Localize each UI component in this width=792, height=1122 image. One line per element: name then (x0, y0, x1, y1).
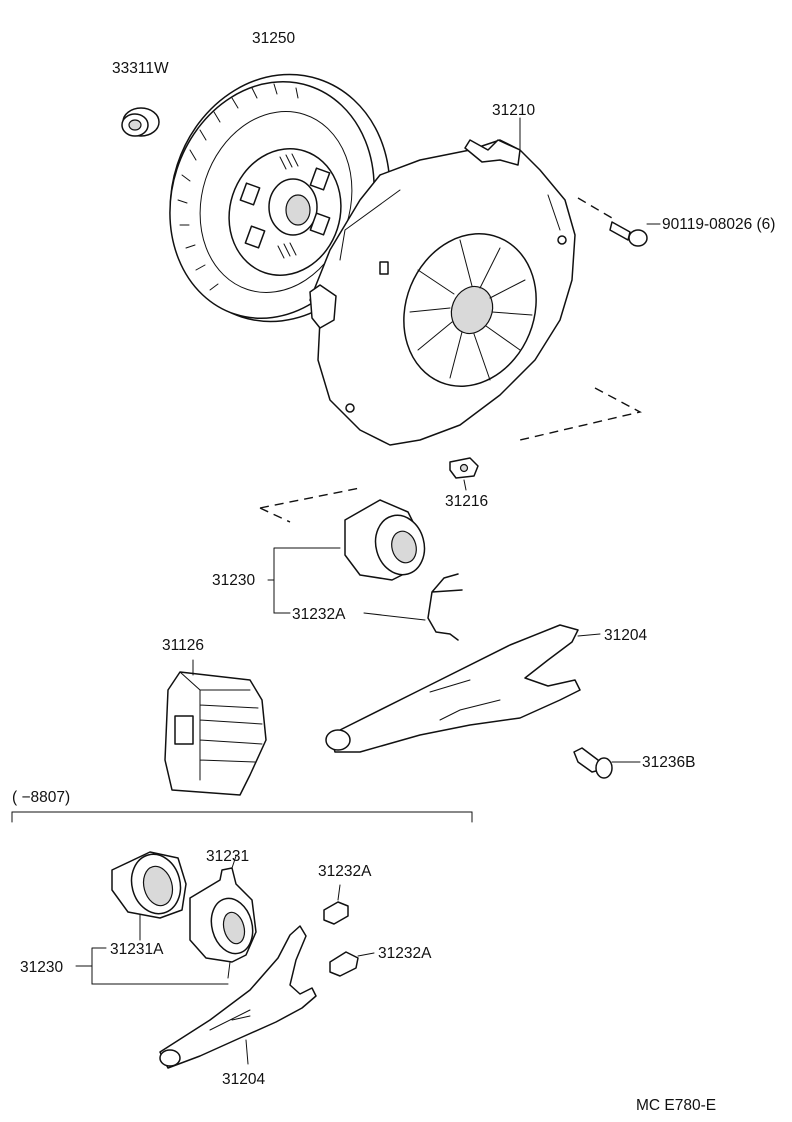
footer-code: MC E780-E (636, 1097, 716, 1114)
label-31231a: 31231A (110, 941, 164, 958)
bracket-31230-bottom (75, 947, 229, 985)
label-90119-bolt: 90119-08026 (6) (662, 216, 775, 233)
bracket-31230-top (267, 547, 426, 621)
pilot-bearing-33311w (121, 107, 160, 137)
label-33311w: 33311W (112, 60, 169, 77)
bolt-90119 (577, 197, 661, 247)
label-31230-top: 31230 (212, 572, 255, 589)
label-31126: 31126 (162, 637, 204, 654)
clip-spring-31232a-top (427, 573, 463, 641)
label-31232a-top: 31232A (292, 606, 346, 623)
label-31210: 31210 (492, 102, 535, 119)
release-bearing-31230-top (344, 499, 426, 581)
label-range-note: ( −8807) (12, 789, 70, 806)
release-fork-31204-bottom (159, 925, 317, 1069)
clip-31216 (449, 457, 479, 491)
pivot-stud-31236b (573, 747, 641, 779)
label-31232a-1: 31232A (318, 863, 372, 880)
label-31236b: 31236B (642, 754, 695, 771)
clutch-cover-31210 (309, 117, 576, 446)
clip-31232a-lower-2 (329, 951, 375, 977)
label-31232a-2: 31232A (378, 945, 432, 962)
label-31250: 31250 (252, 30, 295, 47)
label-31230-bottom: 31230 (20, 959, 63, 976)
assembly-leader-mid (259, 487, 361, 523)
label-31231: 31231 (206, 848, 249, 865)
bearing-sleeve-31231a (111, 851, 187, 941)
label-31216: 31216 (445, 493, 488, 510)
label-31204-top: 31204 (604, 627, 647, 644)
clip-31232a-lower-1 (323, 884, 349, 925)
range-bracket (11, 811, 473, 823)
label-31204-bottom: 31204 (222, 1071, 265, 1088)
release-fork-31204-top (325, 624, 601, 753)
release-hub-31231 (189, 855, 257, 979)
fork-boot-31126 (164, 659, 267, 796)
assembly-leader-top (519, 387, 642, 441)
